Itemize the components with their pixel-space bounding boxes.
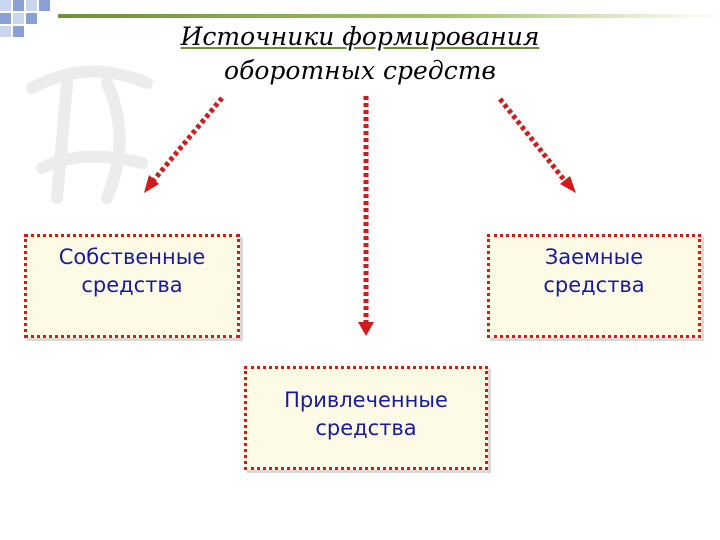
watermark-monogram [26,65,153,204]
arrow-to-borrowed-head [560,176,576,193]
header-rule [58,14,720,18]
borrowed-funds-line-2: средства [543,273,645,297]
own-funds-box: Собственные средства [24,234,240,338]
borrowed-funds-line-1: Заемные [544,245,644,269]
borrowed-funds-box: Заемные средства [487,234,701,338]
arrow-to-borrowed-line [498,97,567,183]
diagram-title: Источники формирования оборотных средств [100,20,620,88]
corner-squares-decoration [0,0,60,44]
title-line-1: Источники формирования [180,22,540,51]
arrow-to-own-head [144,175,159,193]
own-funds-line-2: средства [81,273,183,297]
attracted-funds-box: Привлеченные средства [244,366,488,470]
title-line-2: оборотных средств [224,56,496,85]
own-funds-line-1: Собственные [58,245,206,269]
arrow-to-attracted-head [358,322,374,336]
attracted-funds-line-2: средства [315,416,417,440]
attracted-funds-line-1: Привлеченные [284,388,448,412]
arrow-to-own-line [151,96,224,183]
